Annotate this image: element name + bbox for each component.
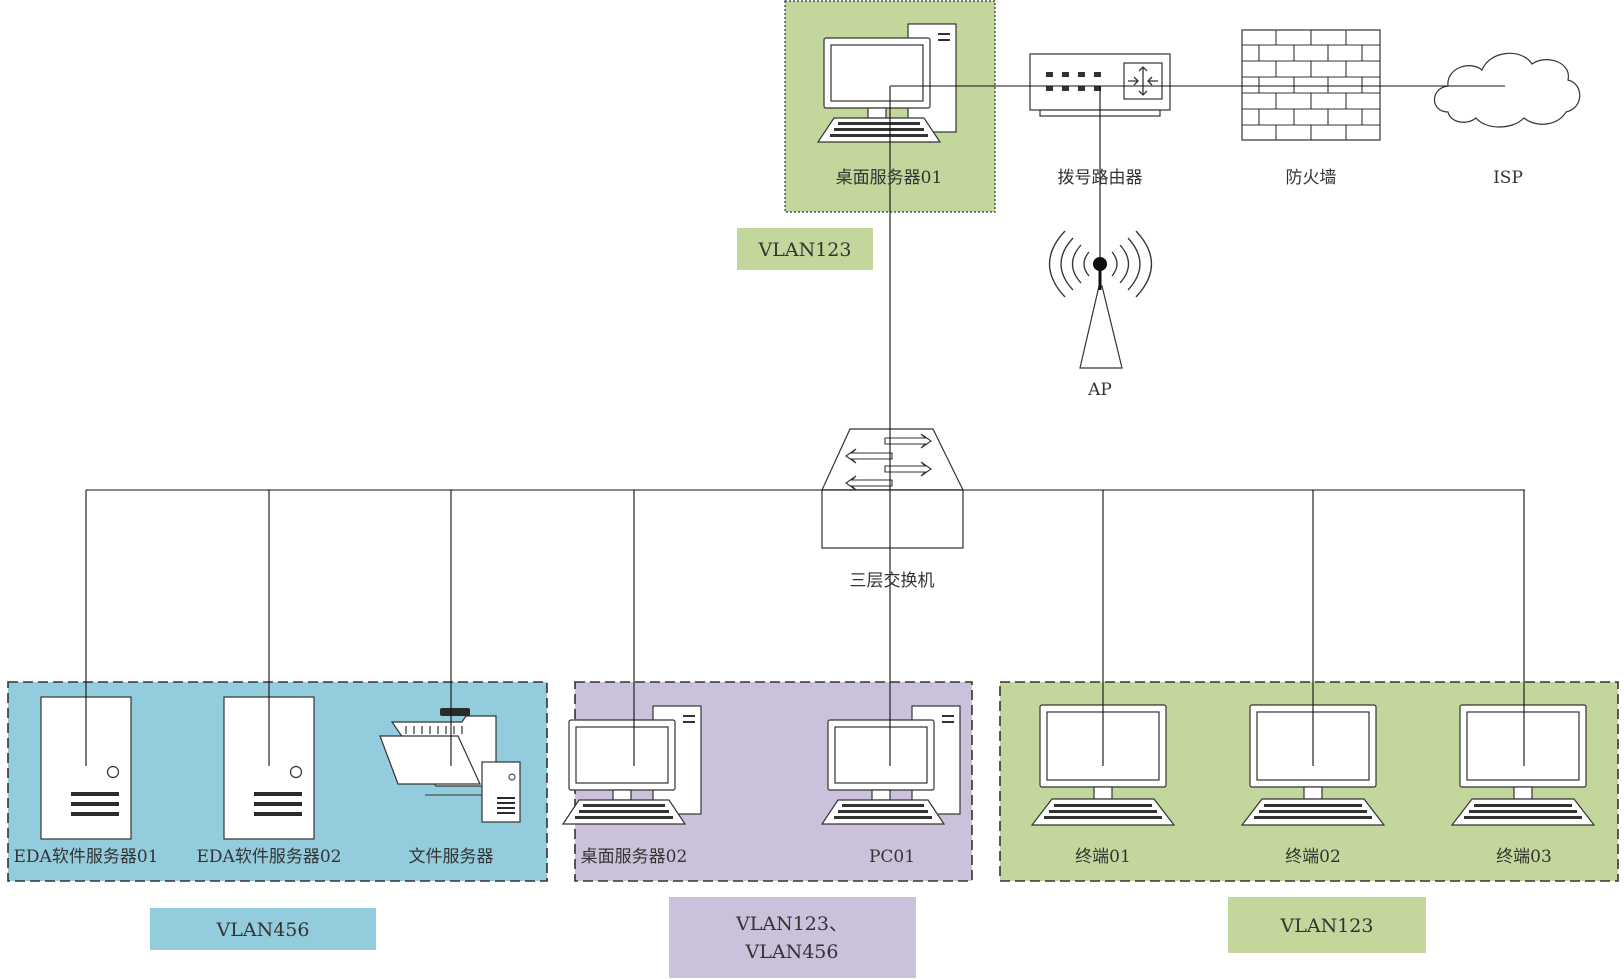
vlan-tag-terminals-label: VLAN123 (1280, 915, 1374, 937)
firewall-label: 防火墙 (1286, 168, 1337, 188)
desktop-server02-label: 桌面服务器02 (581, 847, 688, 867)
eda-server01-label: EDA软件服务器01 (14, 847, 159, 867)
desktop-server01-icon (817, 23, 957, 143)
cloud-icon (1433, 52, 1581, 128)
pc01-icon (821, 705, 961, 825)
vlan-tag-top (737, 228, 873, 270)
ap-antenna-icon (1093, 257, 1107, 290)
vlan-tag-mixed-line2: VLAN456 (745, 941, 839, 963)
vlan-tag-top-label: VLAN123 (758, 239, 852, 261)
vlan-tag-mixed (669, 897, 916, 978)
desktop-server02-icon (562, 705, 702, 825)
vlan-tag-servers (150, 908, 376, 950)
terminal01-label: 终端01 (1075, 847, 1131, 867)
vlan-tag-mixed-line1: VLAN123、 (735, 913, 848, 935)
terminal03-label: 终端03 (1496, 847, 1552, 867)
router-label: 拨号路由器 (1058, 168, 1143, 188)
l3-switch-label: 三层交换机 (850, 571, 935, 591)
pc01-label: PC01 (869, 847, 915, 867)
file-server-icon (379, 708, 521, 823)
eda-server02-label: EDA软件服务器02 (197, 847, 342, 867)
network-links (85, 85, 1525, 766)
ap-label: AP (1087, 380, 1112, 400)
terminal03-icon (1451, 704, 1595, 826)
desktop-server01-label: 桌面服务器01 (836, 168, 943, 188)
isp-label: ISP (1493, 168, 1523, 188)
firewall-icon (1241, 29, 1381, 141)
terminal02-label: 终端02 (1285, 847, 1341, 867)
wireless-ap-icon (1048, 230, 1153, 369)
vlan-tag-servers-label: VLAN456 (216, 919, 310, 941)
vlan-tag-terminals (1228, 897, 1426, 953)
file-server-label: 文件服务器 (409, 847, 494, 867)
l3-switch-icon (821, 428, 964, 549)
